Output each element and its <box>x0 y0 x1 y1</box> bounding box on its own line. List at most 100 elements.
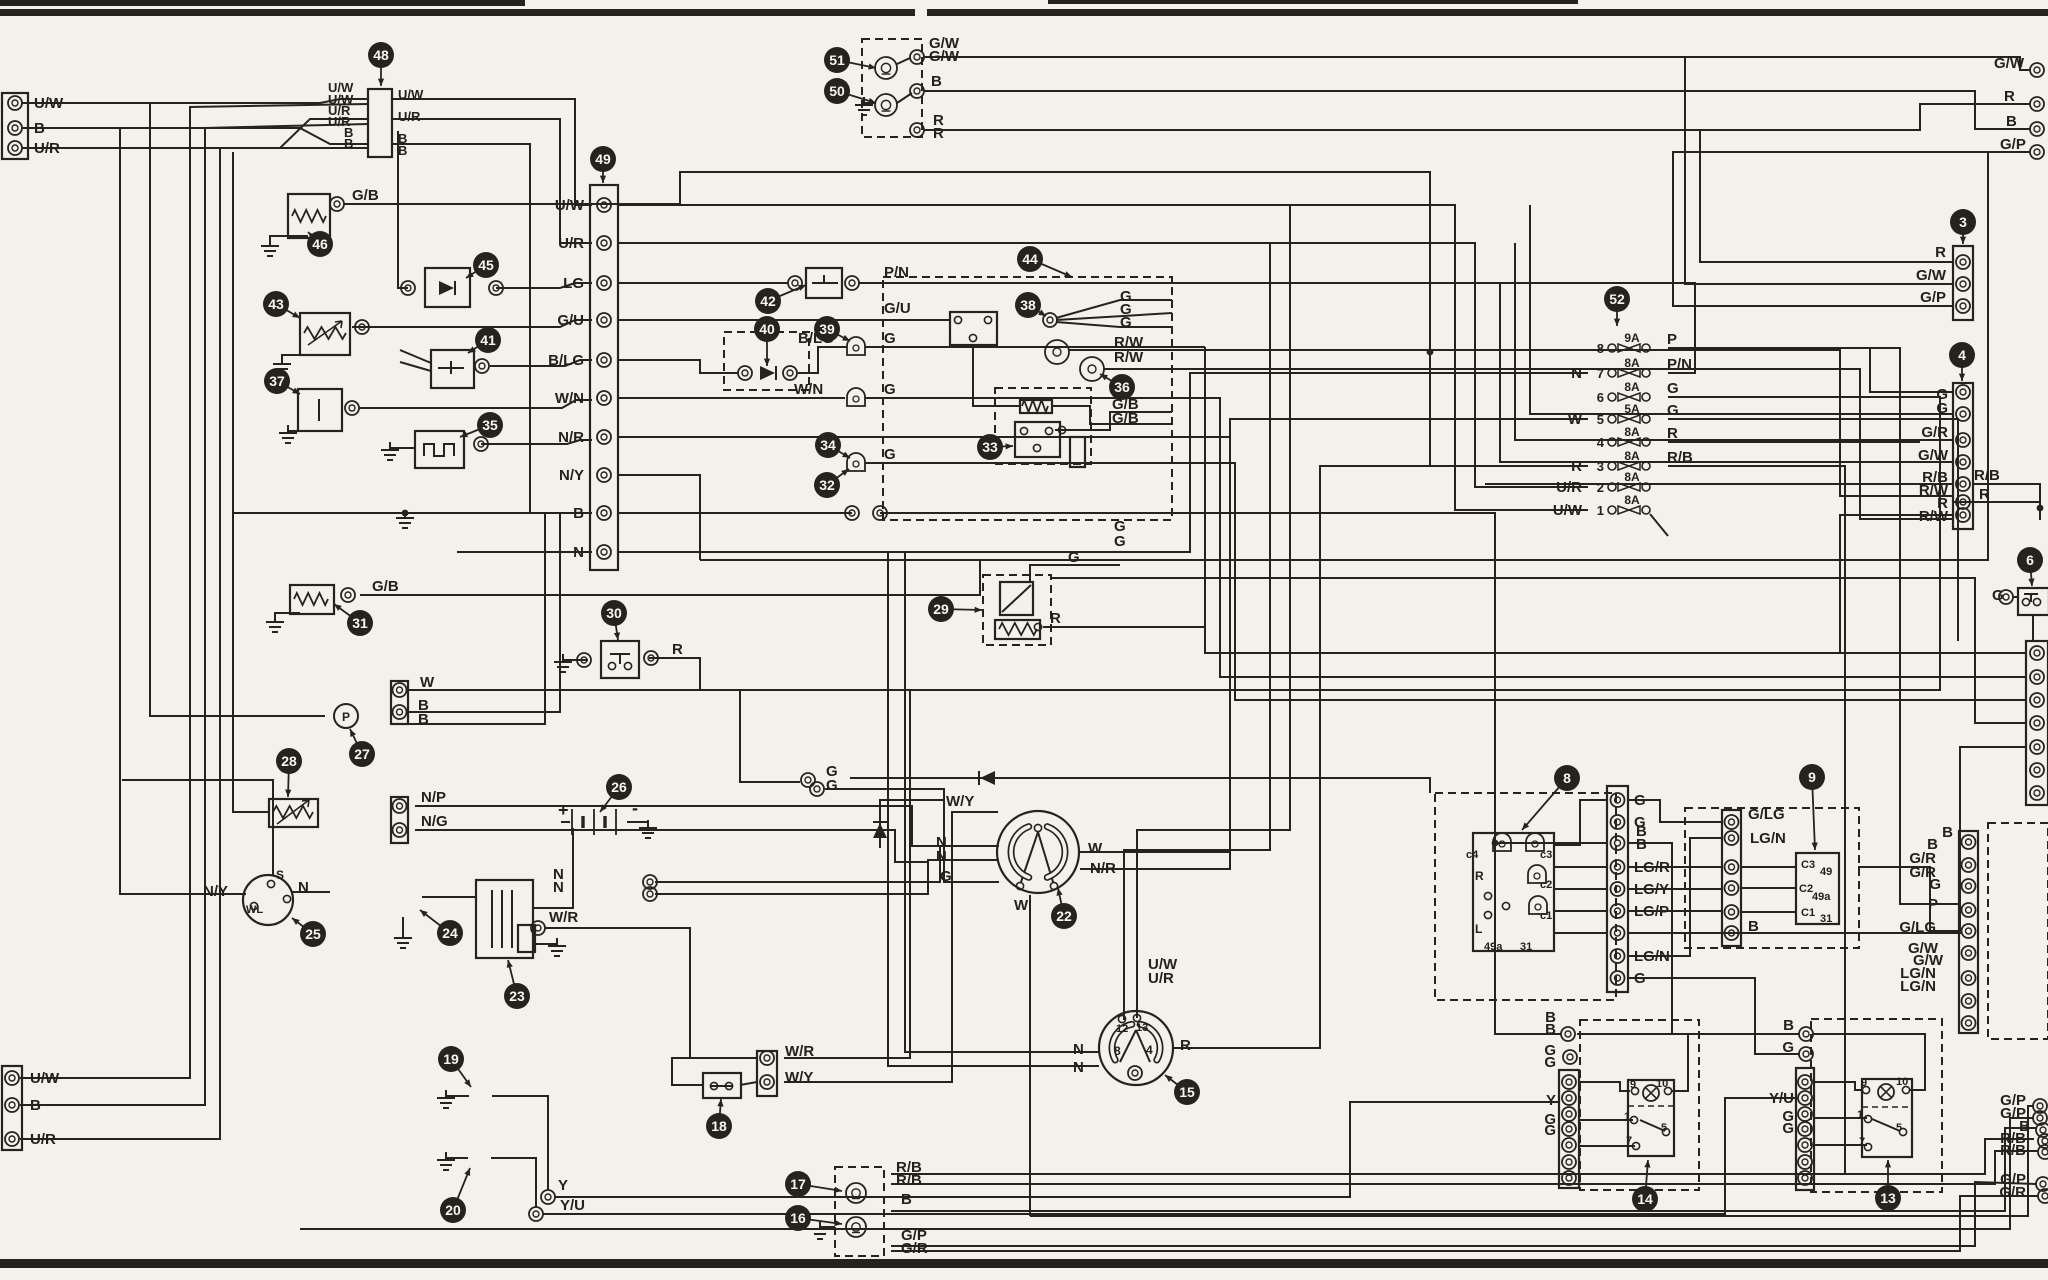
component-badge <box>814 472 840 498</box>
ground-symbol <box>394 930 412 949</box>
terminal-ring <box>4 1070 20 1086</box>
terminal-ring-inner <box>333 200 341 208</box>
terminal-ring <box>1609 903 1626 919</box>
component-box <box>429 348 476 390</box>
badge-leader-arrow <box>834 1186 842 1193</box>
wire-label: Y/U <box>1769 1090 1794 1107</box>
wire <box>924 90 2030 130</box>
badge-leader-arrow <box>1165 1075 1173 1082</box>
wire-label: R <box>933 112 944 129</box>
wire-label: 31 <box>1820 913 1832 925</box>
wire <box>392 118 592 244</box>
wire-label: G <box>1634 814 1646 831</box>
terminal-ring-inner <box>1613 952 1622 960</box>
component-badge <box>473 252 499 278</box>
badge-leader-arrow <box>868 97 876 104</box>
terminal-ring-inner <box>848 279 856 287</box>
fuse-rating: 8A <box>1624 356 1640 370</box>
component-badge <box>300 921 326 947</box>
component-badge <box>590 146 616 172</box>
wire <box>352 319 592 328</box>
fuse-right-label: R <box>1667 425 1678 442</box>
terminal-ring-inner <box>1959 302 1967 310</box>
wire <box>1672 151 1988 307</box>
wire-label: N/Y <box>559 467 584 484</box>
terminal-ring <box>1998 589 2014 605</box>
terminal-ring <box>1798 1046 1814 1062</box>
wire <box>555 1101 1559 1198</box>
gauge-icon <box>1044 339 1070 365</box>
wire-label: B <box>418 711 429 728</box>
terminal-ring-inner <box>1613 907 1622 915</box>
dashed-enclosure <box>1684 807 1860 949</box>
wire-label: B <box>901 1191 912 1208</box>
wire-label: U/R <box>558 235 584 252</box>
terminal-circle <box>953 315 963 325</box>
wire <box>618 436 1231 870</box>
terminal-ring <box>596 429 612 445</box>
badge-leader-arrow <box>1064 271 1072 277</box>
wire-label: B <box>2019 1118 2030 1135</box>
terminal-ring-inner <box>2033 66 2041 74</box>
wire <box>1119 1029 1137 1063</box>
wire-label: LG/R <box>1634 859 1670 876</box>
terminal-ring <box>2037 1133 2048 1149</box>
connector-strip <box>0 91 30 161</box>
terminal-ring <box>1955 384 1971 400</box>
terminal-ring <box>400 280 416 296</box>
wire-label: G <box>1544 1122 1556 1139</box>
wire-label: + <box>558 800 569 820</box>
terminal-ring <box>1955 454 1971 470</box>
terminal-ring <box>1561 1090 1577 1106</box>
terminal-ring-inner <box>1565 1078 1573 1086</box>
terminal-ring-inner <box>1565 1110 1573 1118</box>
component-badge-number: 30 <box>606 605 622 621</box>
badge-leader-arrow <box>834 1219 842 1227</box>
terminal-ring-inner <box>813 785 821 793</box>
lamp-icon <box>1492 832 1512 852</box>
dashed-enclosure <box>834 1166 885 1257</box>
fuse-right-label: R/B <box>1667 449 1693 466</box>
fuse-terminal <box>1641 482 1651 492</box>
connector-strip <box>1951 381 1975 531</box>
zigzag-resistor <box>293 590 329 608</box>
wire <box>496 282 592 289</box>
terminal-ring-inner <box>646 890 654 898</box>
terminal-ring <box>643 650 659 666</box>
terminal-ring <box>2037 1144 2048 1160</box>
wire <box>1699 130 1953 263</box>
page-bottom-bar <box>0 1259 2048 1268</box>
component-badge-number: 43 <box>268 296 284 312</box>
fuse-number: 4 <box>1597 435 1605 450</box>
terminal-ring <box>844 505 860 521</box>
terminal-ring <box>1955 507 1971 523</box>
wire <box>1649 513 1669 537</box>
wire-label: B <box>1545 1009 1556 1026</box>
dashed-enclosure <box>994 387 1092 465</box>
page-bar-nick <box>915 9 927 16</box>
wire <box>119 128 246 895</box>
wire-label: R <box>1979 486 1990 503</box>
terminal-circle <box>1863 1142 1873 1152</box>
dashed-enclosure <box>1579 1019 1700 1191</box>
terminal-ring-inner <box>1565 1125 1573 1133</box>
wire-label: U/W <box>328 80 354 95</box>
diode-icon <box>760 366 775 380</box>
wire <box>904 552 1099 1053</box>
terminal-ring-inner <box>2041 1192 2048 1200</box>
component-box <box>423 266 472 309</box>
terminal-ring-inner <box>348 404 356 412</box>
component-box <box>296 387 344 433</box>
component-badge-number: 42 <box>760 293 776 309</box>
component-badge-number: 41 <box>480 332 496 348</box>
terminal-ring <box>1561 1137 1577 1153</box>
terminal-ring <box>2032 1110 2048 1126</box>
wire-label: G <box>1936 386 1948 403</box>
terminal-ring <box>1955 298 1971 314</box>
wire-label: R <box>1180 1037 1191 1054</box>
badge-leader-arrow <box>1958 373 1966 381</box>
wire <box>408 396 1941 691</box>
fuse-right-label: G <box>1667 380 1679 397</box>
terminal-ring <box>1561 1154 1577 1170</box>
